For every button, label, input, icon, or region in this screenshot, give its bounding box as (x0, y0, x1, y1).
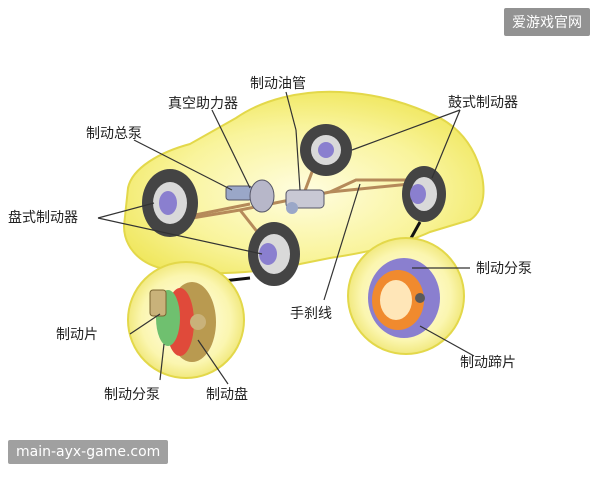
watermark-bottom: main-ayx-game.com (8, 440, 169, 464)
label-brake-pad: 制动片 (56, 327, 98, 343)
label-vacuum-booster: 真空助力器 (168, 96, 238, 112)
label-brake-disc: 制动盘 (206, 386, 248, 403)
label-disc-wheel-cylinder: 制动分泵 (104, 387, 160, 403)
watermark-top: 爱游戏官网 (504, 8, 590, 36)
label-brake-shoe: 制动蹄片 (460, 354, 516, 371)
callout-lines (97, 91, 461, 301)
label-drum-brake: 鼓式制动器 (448, 95, 518, 111)
label-handbrake-cable: 手刹线 (290, 306, 332, 322)
disc-brake-detail (127, 261, 251, 385)
front-right-wheel (248, 222, 300, 286)
label-master-cylinder: 制动总泵 (86, 126, 142, 142)
front-left-wheel (142, 169, 198, 237)
label-brake-line: 制动油管 (250, 76, 306, 92)
label-drum-wheel-cylinder: 制动分泵 (476, 261, 532, 277)
rear-left-wheel (300, 124, 352, 176)
label-disc-brake: 盘式制动器 (8, 209, 78, 226)
drum-brake-detail (347, 221, 475, 357)
rear-right-wheel (402, 166, 446, 222)
master-cylinder-assembly (225, 179, 325, 214)
